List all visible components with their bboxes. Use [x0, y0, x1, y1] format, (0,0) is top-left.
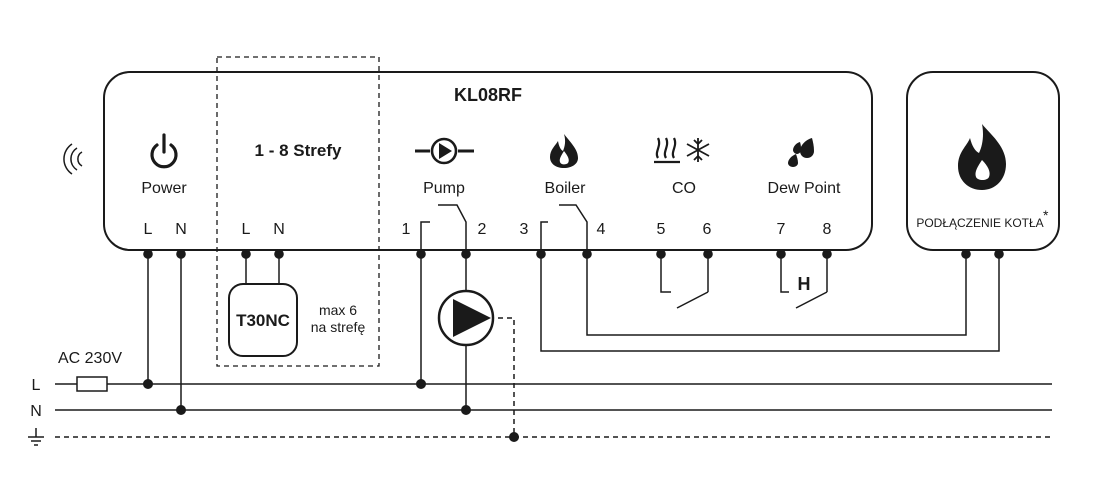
internal-contacts — [420, 204, 588, 254]
terminal-power-l: L — [144, 221, 153, 238]
terminal-3: 3 — [520, 221, 529, 238]
supply-label: AC 230V — [58, 350, 122, 367]
line-l-label: L — [32, 377, 41, 394]
thermostat-t30nc — [228, 283, 298, 357]
flame-icon — [550, 134, 578, 168]
terminal-power-n: N — [175, 221, 187, 238]
terminal-1: 1 — [402, 221, 411, 238]
controller-model: KL08RF — [454, 85, 522, 105]
boiler-label: Boiler — [545, 180, 587, 197]
boiler-flame-icon — [958, 124, 1006, 190]
co-label: CO — [672, 180, 696, 197]
terminal-zone-l: L — [242, 221, 251, 238]
junction-dots — [143, 379, 519, 442]
boiler-connection-label: PODŁĄCZENIE KOTŁA — [916, 216, 1043, 230]
terminal-zone-n: N — [273, 221, 285, 238]
thermostat-model: T30NC — [236, 311, 290, 330]
heating-cooling-icon — [654, 137, 710, 164]
pump-label: Pump — [423, 180, 465, 197]
droplets-icon — [788, 138, 814, 167]
terminal-6: 6 — [703, 221, 712, 238]
power-icon — [150, 133, 178, 169]
terminal-7: 7 — [777, 221, 786, 238]
power-label: Power — [141, 180, 187, 197]
terminal-4: 4 — [597, 221, 606, 238]
dew-point-label: Dew Point — [768, 180, 841, 197]
dew-point-contact-label: H — [798, 274, 811, 294]
thermostat-note-2: na strefę — [311, 319, 366, 335]
controller-box — [103, 71, 873, 251]
line-n-label: N — [30, 403, 42, 420]
zones-title: 1 - 8 Strefy — [255, 141, 342, 160]
thermostat-note-1: max 6 — [319, 302, 357, 318]
terminal-2: 2 — [478, 221, 487, 238]
wireless-signal-icon — [63, 143, 83, 175]
earth-wiring — [55, 317, 1052, 438]
wiring — [55, 254, 1052, 411]
pump-icon — [415, 137, 474, 165]
boiler-connection-asterisk: * — [1043, 207, 1049, 223]
pump-symbol — [437, 289, 495, 347]
terminal-8: 8 — [823, 221, 832, 238]
zones-region — [216, 56, 380, 367]
boiler-connection-box — [906, 71, 1060, 251]
earth-symbol-icon — [28, 428, 44, 446]
terminal-5: 5 — [657, 221, 666, 238]
